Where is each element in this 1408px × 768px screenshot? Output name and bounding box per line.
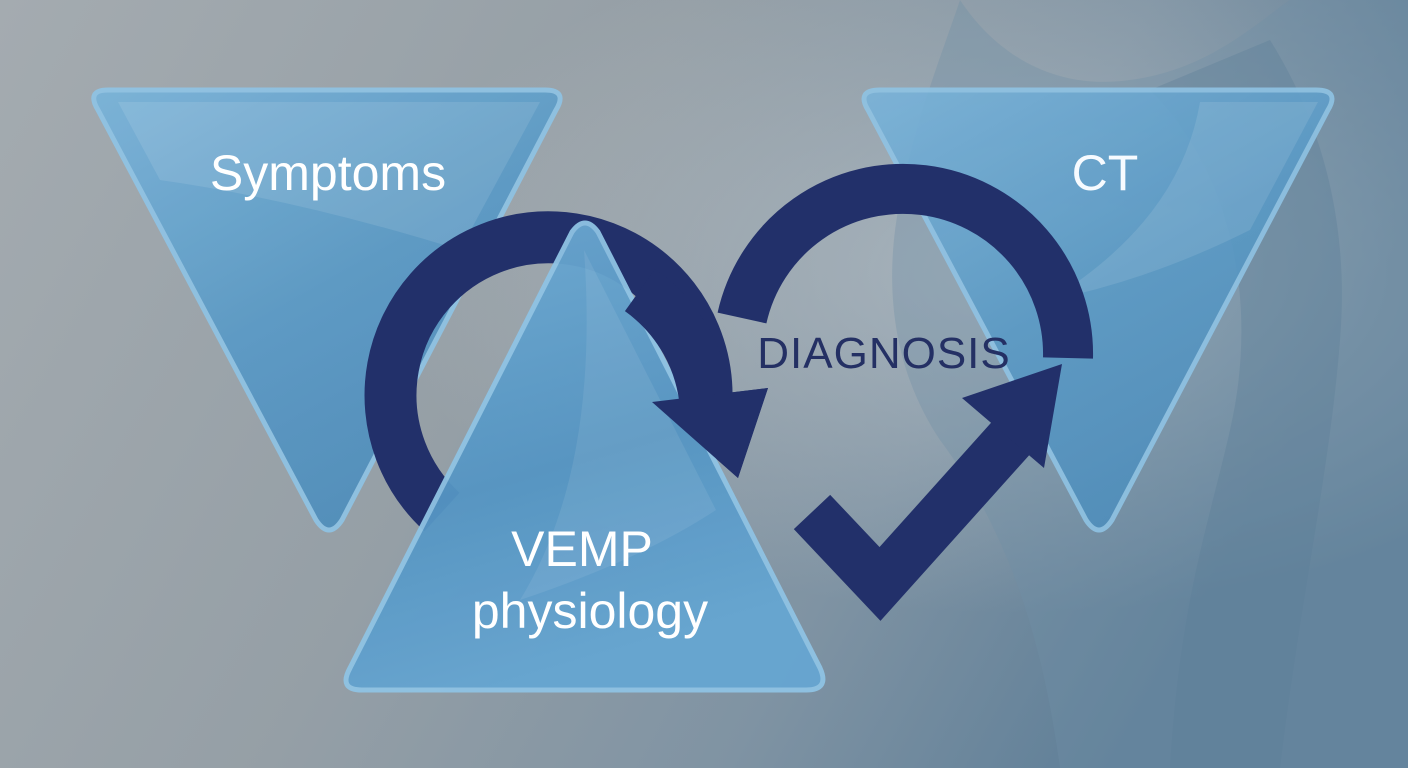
symptoms-triangle — [91, 87, 563, 533]
left-cycle-arrow-front — [624, 268, 732, 411]
left-arrow-head-front — [652, 388, 768, 478]
right-cycle-arrow — [717, 163, 1094, 359]
checkmark-arrow-head — [962, 364, 1062, 468]
symptoms-label: Symptoms — [210, 145, 446, 201]
diagnosis-label: DIAGNOSIS — [757, 329, 1011, 378]
vemp-triangle — [343, 220, 826, 693]
ct-label: CT — [1072, 145, 1139, 201]
vemp-label-line2: physiology — [472, 583, 708, 639]
checkmark-arrow — [793, 364, 1062, 621]
vemp-label-line1: VEMP — [511, 521, 653, 577]
background-figure-collar — [1150, 40, 1342, 768]
